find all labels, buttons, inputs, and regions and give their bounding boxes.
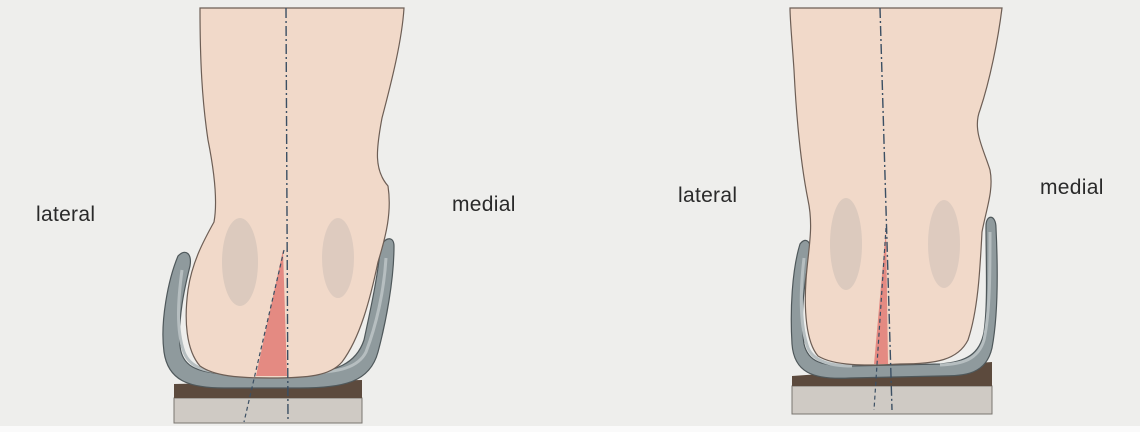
label-lateral-left-panel: lateral [36, 203, 95, 227]
left-shade-lateral [222, 218, 258, 306]
right-panel [790, 8, 1002, 414]
label-lateral-right-panel: lateral [678, 184, 737, 208]
left-panel [163, 8, 404, 423]
right-shade-lateral [830, 198, 862, 290]
right-leg [790, 8, 1002, 365]
label-medial-right-panel: medial [1040, 176, 1104, 200]
left-base-block [174, 398, 362, 423]
right-shade-medial [928, 200, 960, 288]
left-shade-medial [322, 218, 354, 298]
label-medial-left-panel: medial [452, 193, 516, 217]
